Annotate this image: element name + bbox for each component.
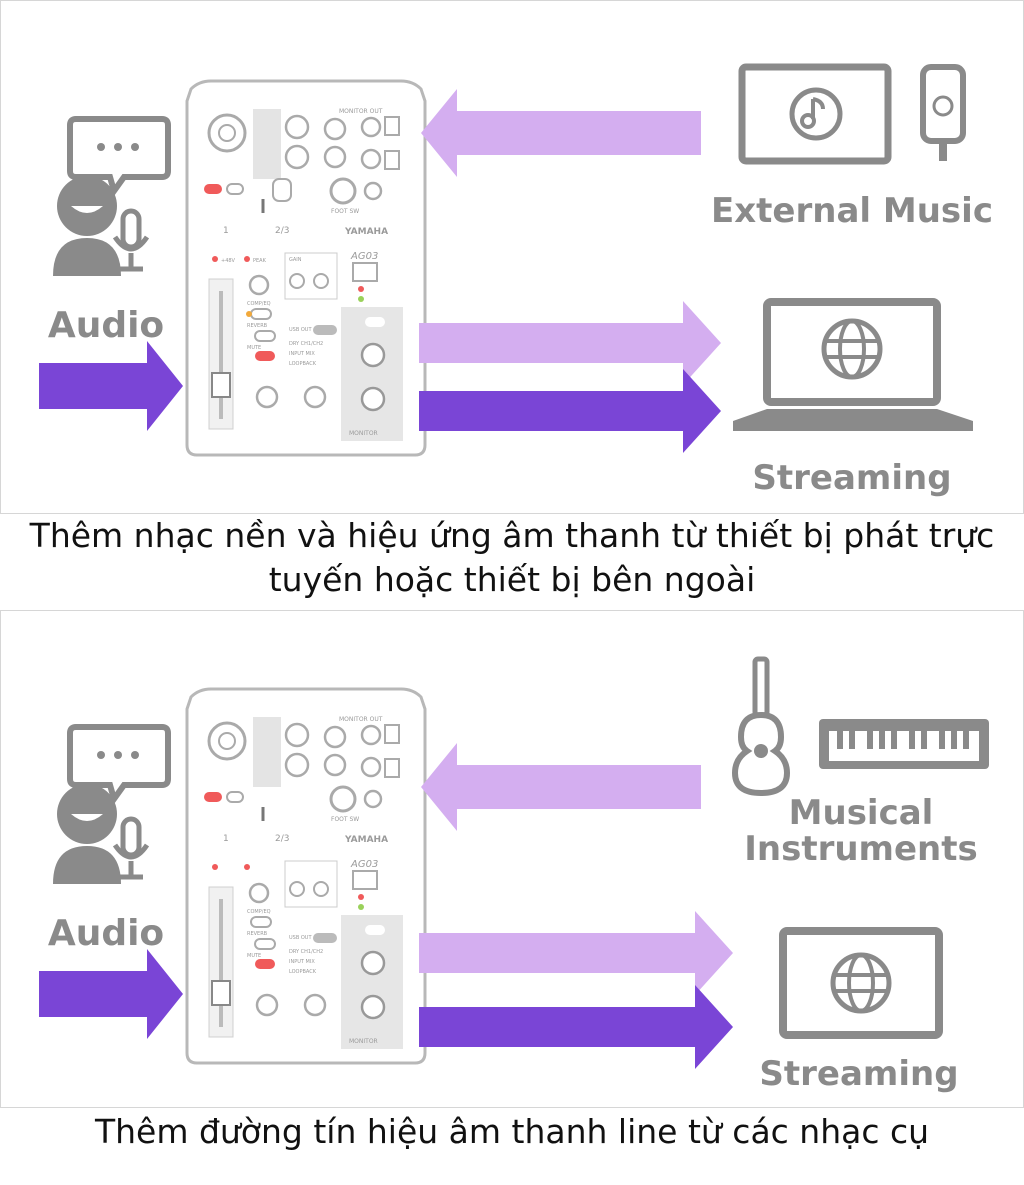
loopback-label: LOOPBACK: [289, 969, 317, 975]
usb-out-label: USB OUT: [289, 327, 312, 333]
comp-eq-label: COMP/EQ: [247, 301, 271, 307]
caption-2: Thêm đường tín hiệu âm thanh line từ các…: [94, 1112, 930, 1151]
reverb-label: REVERB: [247, 323, 268, 329]
audio-label: Audio: [48, 305, 164, 346]
mixer-device: MONITOR OUT FOOT SW 1 2/3 YAMAHA AG03 +4…: [185, 79, 427, 457]
musical-label: Musical: [789, 793, 934, 833]
mixer-device: MONITOR OUT FOOT SW 1 2/3 YAMAHA AG03 CO…: [185, 687, 427, 1065]
dry-label: DRY CH1/CH2: [289, 949, 323, 955]
audio-input-arrow: [39, 949, 183, 1039]
speaker-person-icon: [53, 724, 171, 884]
keyboard-icon: [819, 719, 989, 769]
brand-label: YAMAHA: [344, 227, 388, 237]
reverb-label: REVERB: [247, 931, 268, 937]
ch1-label: 1: [223, 834, 229, 844]
music-to-streaming-arrow: [419, 301, 721, 385]
speaker-person-icon: [53, 116, 171, 276]
peak-label: PEAK: [253, 258, 267, 264]
external-music-label: External Music: [711, 191, 993, 231]
model-label: AG03: [350, 859, 378, 870]
gain-label: GAIN: [289, 257, 302, 263]
audio-to-streaming-arrow: [419, 369, 721, 453]
instrument-input-arrow: [421, 743, 701, 831]
streaming-label: Streaming: [759, 1054, 958, 1094]
panel-1-graphic: Audio MONITOR OUT FOOT SW 1 2/3 YAMAHA A…: [39, 63, 993, 498]
monitor-label: MONITOR: [349, 1038, 378, 1045]
ch23-label: 2/3: [275, 226, 289, 236]
instruments-label: Instruments: [744, 829, 978, 869]
phone-music-icon: [920, 64, 966, 161]
microphone-icon: [112, 208, 150, 272]
panel-2-graphic: Audio MONITOR OUT FOOT SW 1 2/3 YAMAHA A…: [39, 656, 989, 1094]
tablet-music-icon: [738, 63, 892, 165]
foot-sw-label: FOOT SW: [331, 816, 359, 823]
mute-label: MUTE: [247, 345, 261, 351]
phantom-label: +48V: [221, 258, 236, 264]
instrument-to-streaming-arrow: [419, 911, 733, 995]
foot-sw-label: FOOT SW: [331, 208, 359, 215]
laptop-globe-icon: [733, 298, 973, 431]
dry-label: DRY CH1/CH2: [289, 341, 323, 347]
caption-1: Thêm nhạc nền và hiệu ứng âm thanh từ th…: [29, 516, 995, 599]
loopback-label: LOOPBACK: [289, 361, 317, 367]
audio-input-arrow: [39, 341, 183, 431]
microphone-icon: [112, 816, 150, 880]
streaming-label: Streaming: [752, 458, 951, 498]
monitor-globe-icon: [779, 927, 943, 1039]
audio-label: Audio: [48, 913, 164, 954]
ch1-label: 1: [223, 226, 229, 236]
usb-out-label: USB OUT: [289, 935, 312, 941]
monitor-out-label: MONITOR OUT: [339, 716, 383, 723]
monitor-out-label: MONITOR OUT: [339, 108, 383, 115]
mute-label: MUTE: [247, 953, 261, 959]
comp-eq-label: COMP/EQ: [247, 909, 271, 915]
input-mix-label: INPUT MIX: [289, 959, 315, 965]
diagram-panel-2: Audio MONITOR OUT FOOT SW 1 2/3 YAMAHA A…: [0, 610, 1024, 1108]
input-mix-label: INPUT MIX: [289, 351, 315, 357]
brand-label: YAMAHA: [344, 835, 388, 845]
audio-to-streaming-arrow: [419, 985, 733, 1069]
monitor-label: MONITOR: [349, 430, 378, 437]
guitar-icon: [731, 656, 791, 797]
diagram-panel-1: Audio MONITOR OUT FOOT SW 1 2/3 YAMAHA A…: [0, 0, 1024, 514]
model-label: AG03: [350, 251, 378, 262]
ch23-label: 2/3: [275, 834, 289, 844]
external-music-arrow: [421, 89, 701, 177]
